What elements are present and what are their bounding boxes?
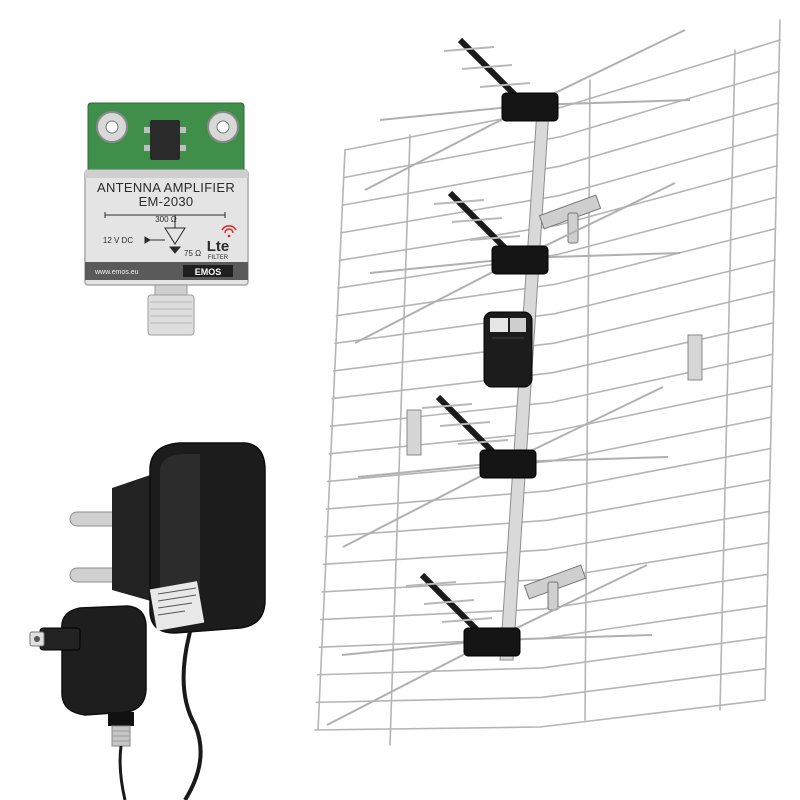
dipole-clamp — [463, 627, 521, 657]
mounting-bracket-top — [538, 194, 602, 244]
reflector-wire — [335, 227, 777, 317]
dipole-arm — [507, 386, 664, 463]
boom-amplifier-box — [483, 311, 533, 388]
lte-label: Lte — [207, 238, 230, 255]
reflector-frame — [584, 79, 591, 721]
impedance-in-label: 300 Ω — [155, 215, 177, 224]
reflector-wire — [324, 479, 771, 538]
director-element — [441, 617, 493, 623]
reflector-wire — [339, 133, 779, 234]
director-element — [439, 421, 491, 427]
director-element — [479, 82, 531, 88]
chip — [150, 120, 180, 160]
reflector-wire — [344, 39, 781, 151]
dipole-arm — [491, 564, 648, 641]
director-boom — [447, 190, 513, 256]
reflector-wire — [319, 573, 769, 621]
reflector-wire — [334, 259, 776, 345]
grid-antenna — [314, 19, 781, 746]
amplifier-title: ANTENNA AMPLIFIER — [97, 180, 235, 195]
brand-label: EMOS — [195, 267, 222, 277]
reflector-wire — [341, 102, 780, 207]
dipole-arm — [519, 182, 676, 259]
antenna-amplifier-module: ANTENNA AMPLIFIER EM-2030 300 Ω 12 V DC … — [84, 102, 249, 336]
impedance-out-label: 75 Ω — [184, 249, 201, 258]
director-element — [421, 403, 473, 409]
power-injector — [29, 605, 147, 800]
reflector-frame — [317, 149, 346, 731]
reflector-frame — [719, 49, 736, 711]
reflector-wire — [325, 447, 772, 510]
reflector-wire — [337, 196, 778, 289]
mounting-bracket-bottom — [523, 564, 587, 611]
director-element — [469, 235, 521, 241]
url-label: www.emos.eu — [94, 269, 139, 276]
adapter-label — [149, 581, 205, 631]
injector-cable — [118, 745, 127, 800]
reflector-frame — [389, 134, 411, 746]
director-boom — [435, 394, 501, 460]
dipole-elements — [326, 29, 691, 726]
side-clip-left — [406, 409, 422, 456]
reflector-frame — [764, 19, 781, 701]
power-adapter — [69, 442, 266, 800]
director-boom — [457, 37, 523, 103]
dipole-clamp — [501, 92, 559, 122]
voltage-label: 12 V DC — [103, 236, 133, 245]
director-element — [405, 581, 457, 587]
wifi-icon — [221, 225, 237, 238]
f-connector — [147, 284, 195, 336]
director-element — [461, 64, 513, 70]
reflector-wire — [322, 510, 771, 566]
reflector-wire — [332, 290, 776, 372]
reflector-wire — [338, 164, 778, 262]
amplifier-model: EM-2030 — [139, 194, 194, 209]
dipole-clamp — [491, 245, 549, 275]
director-element — [423, 599, 475, 605]
adapter-cable — [181, 631, 203, 800]
coax-connector — [39, 627, 81, 651]
director-element — [457, 439, 509, 445]
director-element — [433, 199, 485, 205]
dipole-arm — [529, 29, 686, 106]
lte-filter-label: FILTER — [208, 255, 229, 261]
director-element — [451, 217, 503, 223]
director-element — [443, 46, 495, 52]
amplifier-schematic — [104, 212, 226, 254]
director-boom — [419, 572, 485, 638]
reflector-wire — [328, 384, 773, 455]
side-clip-right — [687, 334, 703, 381]
dipole-clamp — [479, 449, 537, 479]
